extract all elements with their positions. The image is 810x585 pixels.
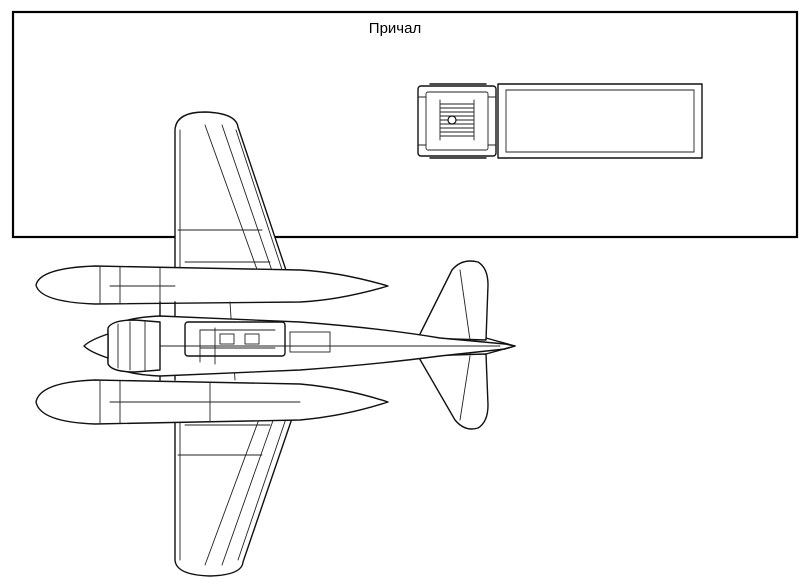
- truck-grille: [439, 99, 475, 141]
- upper-tailplane: [417, 260, 489, 341]
- propeller-spinner: [83, 333, 109, 359]
- lower-tailplane: [417, 353, 489, 430]
- engine-cowling: [107, 319, 161, 373]
- truck-cab-roof-vent: [447, 115, 457, 125]
- pier-outline: [11, 10, 799, 239]
- cockpit-canopy: [184, 321, 286, 357]
- upper-float: [35, 265, 389, 305]
- truck-bed: [497, 83, 703, 159]
- truck-cab: [417, 85, 497, 157]
- pier-label: Причал: [368, 20, 422, 37]
- seaplane: [35, 111, 516, 577]
- lower-wing: [174, 394, 301, 577]
- truck: [417, 83, 703, 159]
